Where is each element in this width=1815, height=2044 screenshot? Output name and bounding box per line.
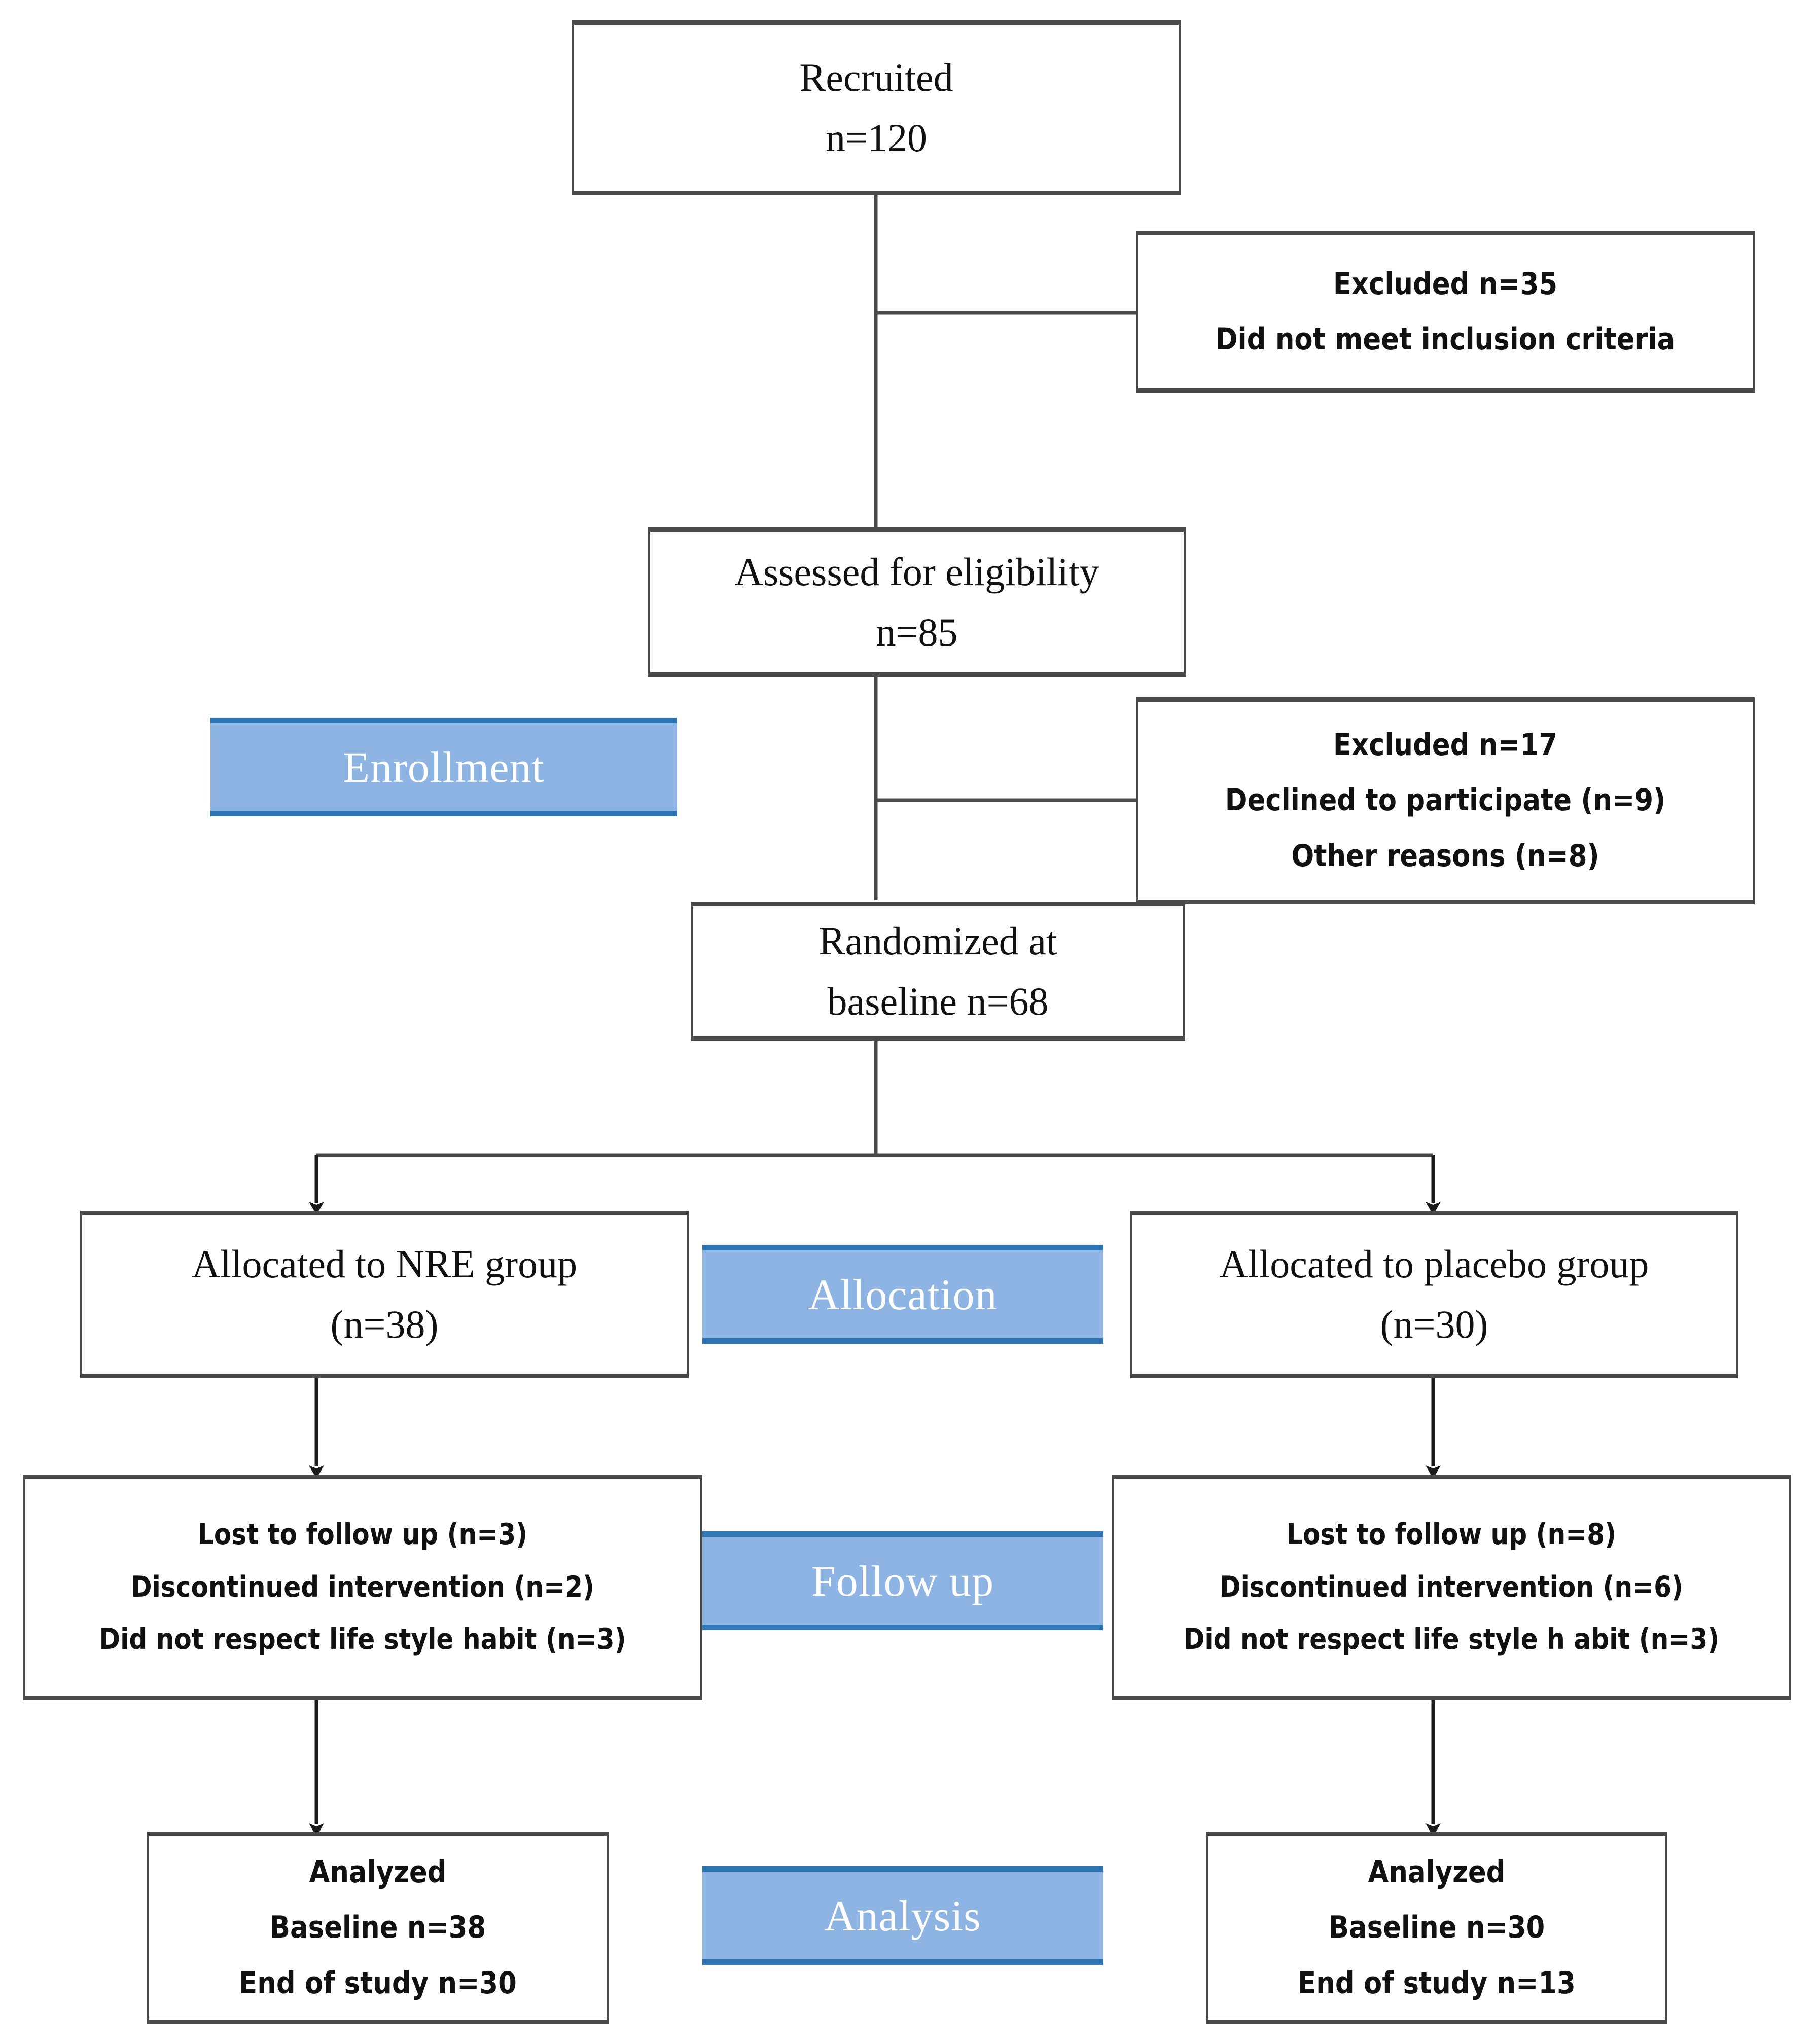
node-excluded-2: Excluded n=17 Declined to participate (n…	[1136, 697, 1755, 904]
node-excluded-2-line2: Declined to participate (n=9)	[1225, 782, 1666, 818]
node-excluded-1-line2: Did not meet inclusion criteria	[1215, 321, 1676, 357]
node-randomized: Randomized at baseline n=68	[691, 902, 1185, 1041]
node-allocated-nre-line1: Allocated to NRE group	[191, 1242, 578, 1286]
node-excluded-1-line1: Excluded n=35	[1333, 266, 1558, 302]
node-recruited-line2: n=120	[826, 115, 927, 160]
banner-enrollment: Enrollment	[210, 718, 677, 816]
node-analyzed-nre: Analyzed Baseline n=38 End of study n=30	[147, 1832, 609, 2024]
node-followup-placebo-line2: Discontinued intervention (n=6)	[1220, 1570, 1683, 1604]
node-analyzed-nre-line1: Analyzed	[309, 1854, 447, 1890]
node-allocated-placebo: Allocated to placebo group (n=30)	[1130, 1211, 1738, 1378]
node-followup-nre-line1: Lost to follow up (n=3)	[197, 1517, 528, 1551]
node-followup-placebo: Lost to follow up (n=8) Discontinued int…	[1112, 1475, 1791, 1700]
node-analyzed-placebo-line3: End of study n=13	[1298, 1965, 1576, 2001]
node-excluded-1: Excluded n=35 Did not meet inclusion cri…	[1136, 231, 1755, 393]
node-allocated-placebo-line1: Allocated to placebo group	[1219, 1242, 1649, 1286]
node-randomized-line1: Randomized at	[818, 918, 1057, 963]
banner-allocation-label: Allocation	[808, 1270, 998, 1319]
banner-enrollment-label: Enrollment	[343, 742, 545, 792]
node-allocated-nre: Allocated to NRE group (n=38)	[80, 1211, 689, 1378]
node-excluded-2-line1: Excluded n=17	[1333, 727, 1558, 763]
node-followup-nre: Lost to follow up (n=3) Discontinued int…	[23, 1475, 702, 1700]
node-analyzed-nre-line2: Baseline n=38	[269, 1910, 486, 1946]
node-analyzed-placebo-line1: Analyzed	[1368, 1854, 1506, 1890]
node-analyzed-placebo-line2: Baseline n=30	[1328, 1910, 1545, 1946]
banner-followup-label: Follow up	[811, 1556, 994, 1605]
node-followup-nre-line3: Did not respect life style habit (n=3)	[99, 1623, 626, 1657]
node-assessed-line2: n=85	[876, 609, 958, 654]
node-assessed-for-eligibility: Assessed for eligibility n=85	[648, 527, 1186, 677]
banner-allocation: Allocation	[702, 1245, 1103, 1344]
node-analyzed-nre-line3: End of study n=30	[239, 1965, 517, 2001]
node-followup-placebo-line3: Did not respect life style h abit (n=3)	[1183, 1623, 1720, 1657]
node-assessed-line1: Assessed for eligibility	[734, 549, 1099, 594]
node-recruited: Recruited n=120	[572, 20, 1181, 195]
banner-analysis-label: Analysis	[824, 1891, 981, 1940]
node-followup-placebo-line1: Lost to follow up (n=8)	[1286, 1517, 1617, 1551]
node-allocated-placebo-line2: (n=30)	[1380, 1302, 1488, 1346]
node-randomized-line2: baseline n=68	[827, 979, 1049, 1023]
node-allocated-nre-line2: (n=38)	[330, 1302, 439, 1346]
node-analyzed-placebo: Analyzed Baseline n=30 End of study n=13	[1206, 1832, 1667, 2024]
banner-analysis: Analysis	[702, 1866, 1103, 1965]
banner-followup: Follow up	[702, 1531, 1103, 1630]
node-followup-nre-line2: Discontinued intervention (n=2)	[131, 1570, 594, 1604]
node-recruited-line1: Recruited	[799, 55, 953, 99]
node-excluded-2-line3: Other reasons (n=8)	[1291, 838, 1599, 874]
